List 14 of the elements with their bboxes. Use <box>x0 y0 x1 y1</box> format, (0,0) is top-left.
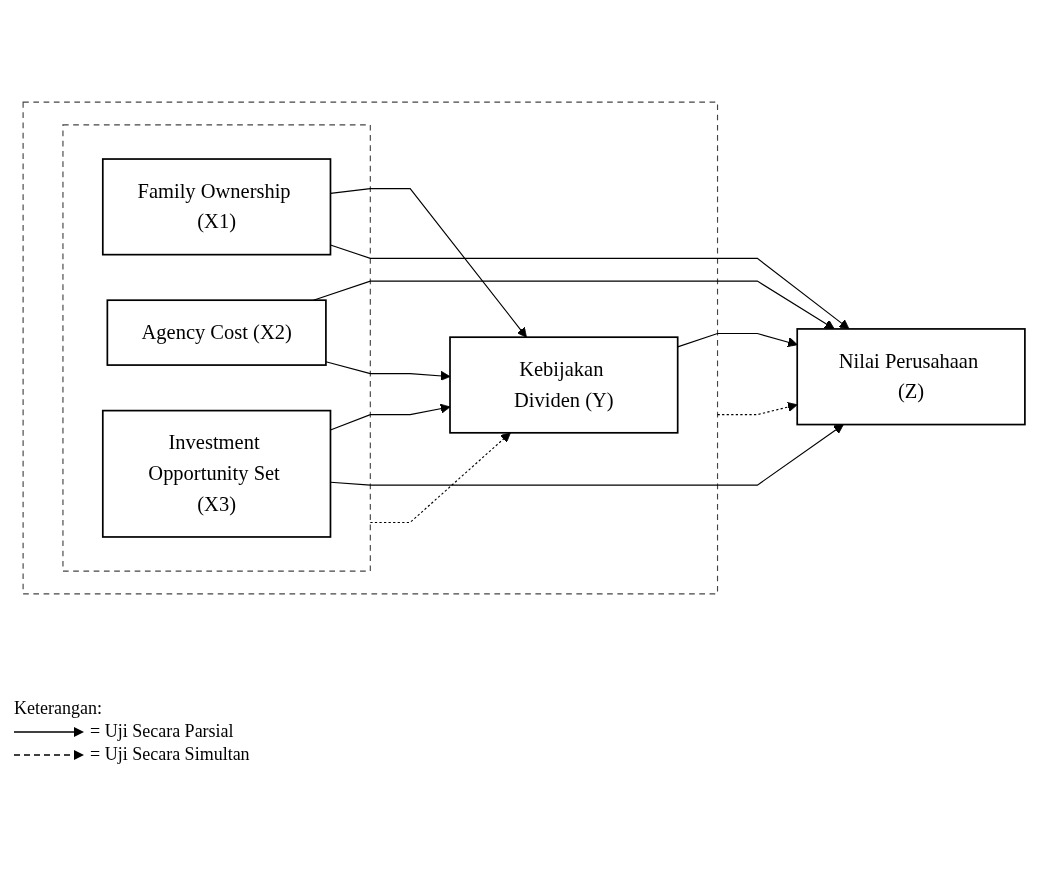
node-box: Investment Opportunity Set (X3) <box>101 409 332 538</box>
cluster <box>22 101 719 595</box>
arrow <box>369 432 511 524</box>
cluster <box>62 124 371 572</box>
arrow <box>325 361 451 381</box>
legend-text: = Uji Secara Parsial <box>90 721 234 742</box>
node-box: Agency Cost (X2) <box>106 299 327 366</box>
node-box: Family Ownership (X1) <box>101 158 332 256</box>
legend-heading: Keterangan: <box>14 698 102 719</box>
arrow <box>677 332 798 348</box>
legend-text: = Uji Secara Simultan <box>90 744 250 765</box>
arrow <box>716 402 798 416</box>
node-box: Kebijakan Dividen (Y) <box>449 336 679 434</box>
node-box: Nilai Perusahaan (Z) <box>796 328 1026 426</box>
